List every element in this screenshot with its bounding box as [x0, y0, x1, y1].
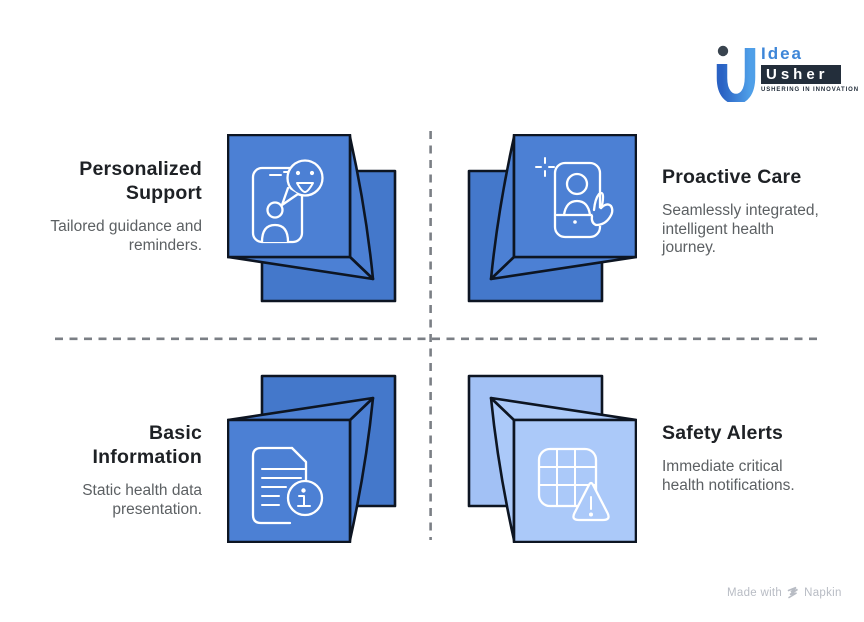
logo-word-usher: Usher — [761, 65, 841, 84]
title-line: Safety Alerts — [662, 422, 784, 444]
description-line: intelligent health — [662, 220, 775, 238]
logo-i-dot — [717, 45, 729, 57]
title-line: Basic — [148, 422, 202, 444]
logo-word-idea: Idea — [761, 44, 804, 63]
description-line: Tailored guidance and — [50, 218, 202, 235]
quadrant-top-right-text: Proactive Care Seamlessly integrated, in… — [662, 165, 862, 258]
description-line: presentation. — [112, 500, 202, 518]
made-with-napkin: Made with Napkin — [727, 586, 842, 599]
quadrant-title: Proactive Care — [662, 165, 862, 189]
idea-usher-mark-icon — [716, 45, 756, 102]
idea-usher-logo: Idea Usher USHERING IN INNOVATION — [714, 44, 859, 102]
cube-3d-graphic — [227, 134, 397, 303]
quadrant-description: Static health data presentation. — [0, 482, 202, 519]
logo-u-shape — [716, 48, 756, 102]
quadrant-description: Immediate critical health notifications. — [662, 458, 862, 495]
description-line: journey. — [662, 239, 716, 256]
title-line: Proactive Care — [662, 166, 802, 188]
napkin-logo-icon — [787, 586, 799, 599]
quadrant-bottom-left-text: Basic Information Static health data pre… — [0, 421, 202, 519]
grid-warning-icon — [537, 447, 610, 522]
made-with-text: Made with — [727, 586, 783, 599]
quadrant-title: Safety Alerts — [662, 421, 862, 445]
selfie-phone-hand-icon — [535, 157, 614, 239]
quadrant-title: Basic Information — [0, 421, 202, 469]
description-line: Seamlessly integrated, — [662, 202, 819, 219]
title-line: Information — [92, 446, 202, 468]
quadrant-title: Personalized Support — [0, 157, 202, 205]
quadrant-description: Seamlessly integrated, intelligent healt… — [662, 202, 862, 258]
document-info-icon — [251, 446, 324, 525]
chat-support-phone-icon — [251, 159, 324, 244]
cube-3d-graphic — [467, 374, 637, 543]
cube-3d-graphic — [227, 374, 397, 543]
logo-tagline: USHERING IN INNOVATION — [761, 87, 860, 93]
napkin-brand-text: Napkin — [804, 586, 842, 599]
description-line: health notifications. — [662, 476, 795, 494]
description-line: Static health data — [82, 482, 202, 499]
title-line: Personalized — [79, 158, 202, 180]
quadrant-top-left-text: Personalized Support Tailored guidance a… — [0, 157, 202, 255]
description-line: reminders. — [128, 236, 202, 254]
description-line: Immediate critical — [662, 458, 783, 475]
title-line: Support — [125, 182, 202, 204]
quadrant-description: Tailored guidance and reminders. — [0, 218, 202, 255]
quadrant-bottom-right-text: Safety Alerts Immediate critical health … — [662, 421, 862, 495]
sparkle-icon — [535, 157, 555, 177]
